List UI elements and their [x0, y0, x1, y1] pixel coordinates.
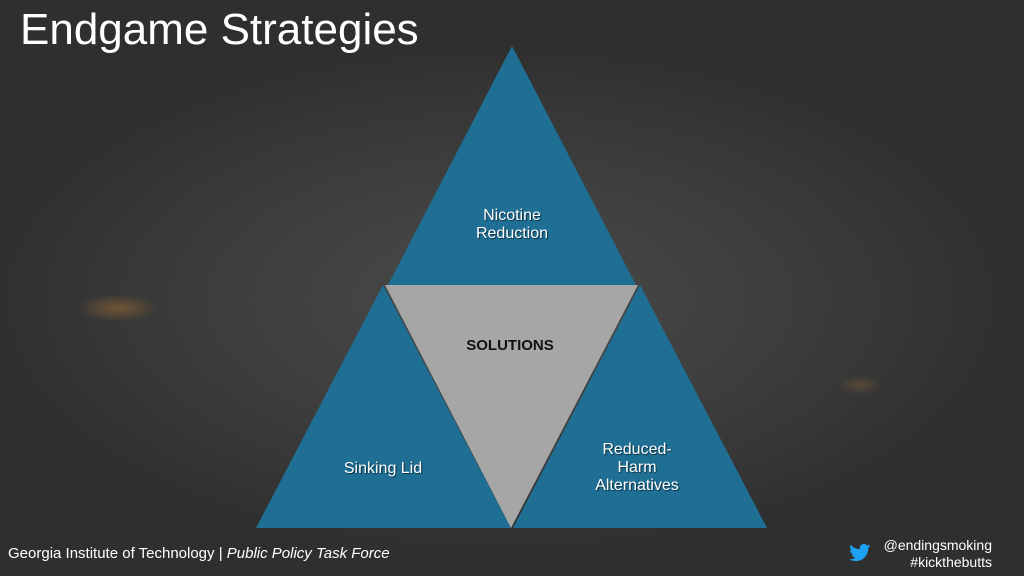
left-triangle [256, 285, 511, 528]
top-triangle [388, 46, 636, 285]
hashtag: #kickthebutts [910, 554, 992, 570]
footer: Georgia Institute of Technology | Public… [8, 545, 390, 562]
center-triangle [385, 285, 638, 528]
top-label: Nicotine Reduction [475, 207, 549, 242]
center-label: SOLUTIONS [466, 337, 554, 354]
twitter-handle: @endingsmoking [883, 537, 992, 553]
left-label: Sinking Lid [343, 460, 423, 477]
twitter-bird-icon [849, 544, 871, 562]
right-label: Reduced- Harm Alternatives [595, 441, 679, 494]
social-block: @endingsmoking #kickthebutts [884, 537, 992, 571]
footer-org: Georgia Institute of Technology [8, 545, 215, 562]
footer-group: Public Policy Task Force [226, 545, 390, 562]
slide-title: Endgame Strategies [20, 5, 419, 54]
footer-separator: | [214, 545, 227, 562]
right-triangle [513, 285, 767, 528]
